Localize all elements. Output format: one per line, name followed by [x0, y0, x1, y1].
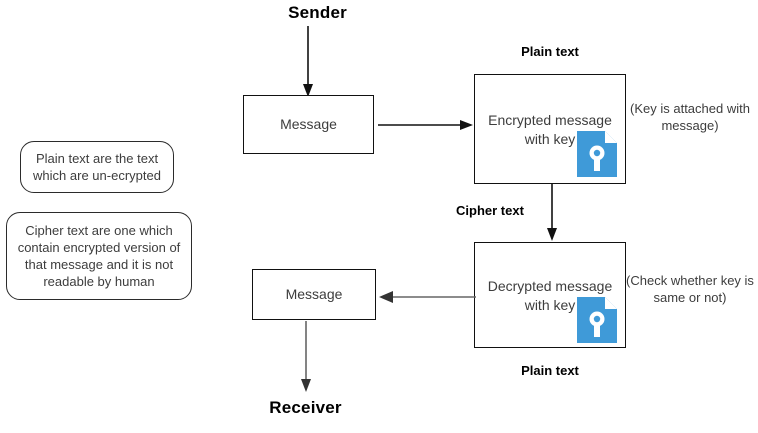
callout-key-attached: (Key is attached with message)	[630, 101, 750, 133]
note-cipher-text-label: Cipher text are one which contain encryp…	[17, 223, 181, 289]
message-box-top: Message	[243, 95, 374, 154]
key-document-icon	[577, 131, 617, 177]
connector-decrypt-to-message	[379, 291, 476, 303]
edge-label-plain-text-bottom: Plain text	[521, 363, 579, 378]
encrypted-message-label: Encrypted message with key	[488, 112, 612, 147]
message-box-top-label: Message	[280, 116, 337, 132]
edge-label-plain-text-top: Plain text	[521, 44, 579, 59]
note-cipher-text: Cipher text are one which contain encryp…	[6, 212, 192, 300]
note-plain-text: Plain text are the text which are un-ecr…	[20, 141, 174, 193]
callout-key-check: (Check whether key is same or not)	[626, 273, 754, 305]
connector-message-to-encrypt	[378, 120, 473, 130]
receiver-label: Receiver	[269, 398, 342, 417]
connector-sender-to-message	[303, 26, 313, 97]
key-document-icon	[577, 297, 617, 343]
connector-message-to-receiver	[301, 321, 311, 392]
encrypted-message-box: Encrypted message with key	[474, 74, 626, 184]
edge-label-cipher-text: Cipher text	[456, 203, 524, 218]
note-plain-text-label: Plain text are the text which are un-ecr…	[33, 151, 161, 183]
decrypted-message-box: Decrypted message with key	[474, 242, 626, 348]
message-box-bottom-label: Message	[285, 286, 343, 302]
decrypted-message-label: Decrypted message with key	[487, 278, 613, 313]
sender-label: Sender	[288, 3, 347, 22]
connector-encrypt-to-decrypt	[547, 184, 557, 241]
message-box-bottom: Message	[252, 269, 376, 320]
